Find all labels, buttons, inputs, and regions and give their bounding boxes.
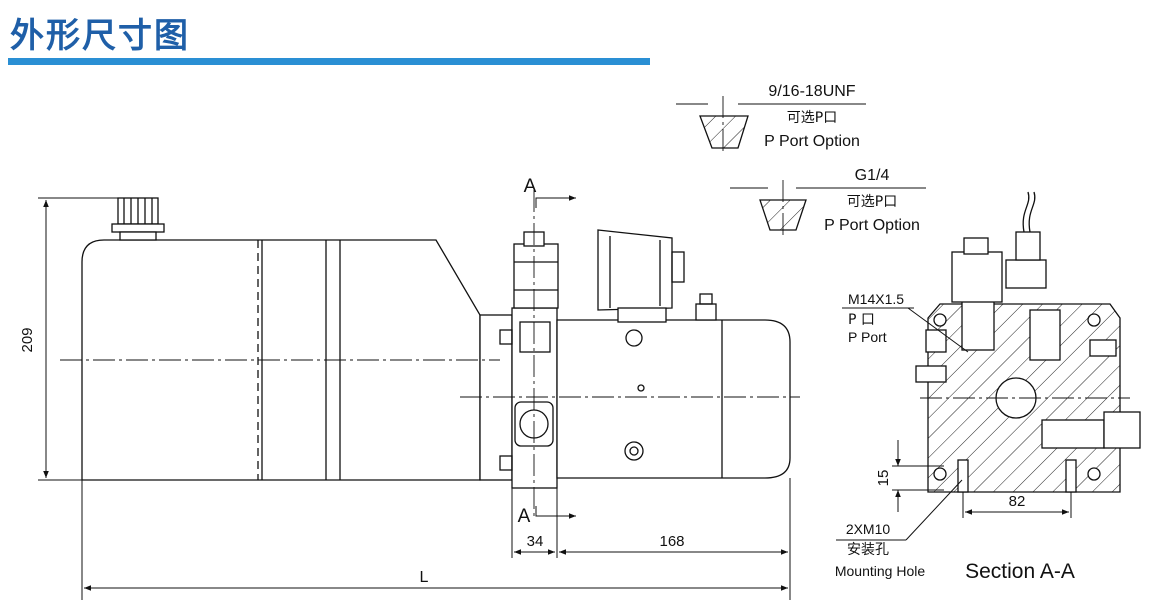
- height-dimension-value: 209: [19, 327, 36, 352]
- mount-vertical-value: 15: [875, 470, 892, 487]
- pport-en: P Port: [848, 329, 887, 345]
- overall-dimension-value: L: [420, 569, 429, 586]
- start-relay: [597, 229, 685, 347]
- unf-thread-label: 9/16-18UNF: [768, 83, 855, 100]
- solenoid-valve: [513, 231, 559, 309]
- center-lines: [60, 96, 1130, 520]
- motor-terminal: [695, 293, 717, 321]
- section-solenoid: [951, 191, 1047, 303]
- filler-cap: [111, 197, 165, 241]
- section-arrow-top: [535, 195, 576, 208]
- motor-dimension-value: 168: [659, 533, 684, 550]
- unf-option-en: P Port Option: [764, 133, 860, 150]
- mount-thread-label: 2XM10: [846, 521, 891, 537]
- mount-cn: 安装孔: [847, 542, 889, 558]
- g14-option-en: P Port Option: [824, 217, 920, 234]
- section-marker-top: A: [524, 176, 537, 197]
- pport-cn: P 口: [848, 312, 875, 328]
- section-title: Section A-A: [965, 560, 1075, 583]
- block-dimension-value: 34: [527, 533, 544, 550]
- unf-option-cn: 可选P口: [787, 110, 837, 126]
- g14-thread-label: G1/4: [855, 167, 890, 184]
- mount-en: Mounting Hole: [835, 563, 925, 579]
- section-marker-bottom: A: [518, 506, 531, 527]
- title-underline: [8, 58, 650, 65]
- mount-spacing-value: 82: [1009, 493, 1026, 510]
- section-arrow-bottom: [535, 506, 576, 519]
- adapter-plate: [479, 314, 513, 481]
- section-a-a: [915, 299, 1141, 493]
- g14-option-cn: 可选P口: [847, 194, 897, 210]
- pport-thread-label: M14X1.5: [848, 291, 904, 307]
- unf-port-sketch: [699, 115, 749, 149]
- page-title: 外形尺寸图: [10, 16, 190, 56]
- electric-motor: [556, 319, 791, 479]
